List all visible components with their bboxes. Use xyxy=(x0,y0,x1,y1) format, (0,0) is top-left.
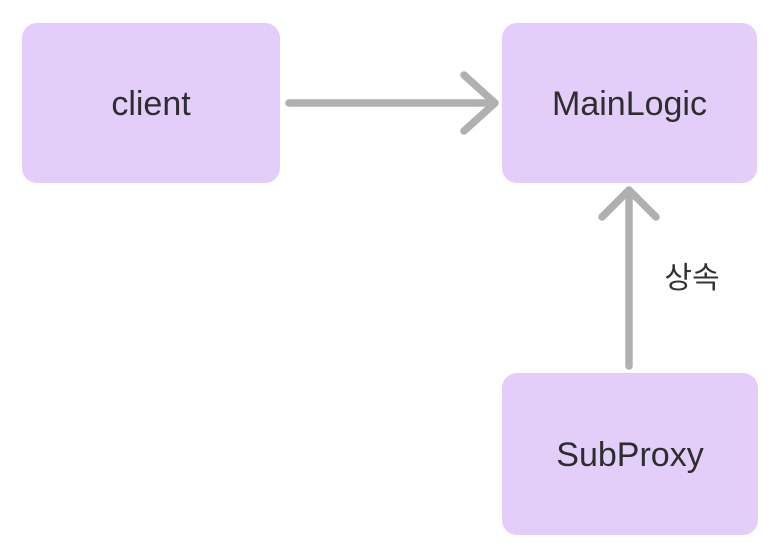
edge-subproxy-to-mainlogic: 상속 xyxy=(598,186,720,370)
node-mainlogic-box xyxy=(502,23,757,183)
node-subproxy-label: SubProxy xyxy=(556,436,703,474)
node-subproxy-box xyxy=(502,373,758,535)
node-client-box xyxy=(22,23,280,183)
edge-label-inheritance: 상속 xyxy=(664,262,719,295)
node-mainlogic-label: MainLogic xyxy=(552,85,707,123)
node-mainlogic: MainLogic xyxy=(502,23,757,183)
arrowhead-up-icon xyxy=(598,186,660,221)
node-client-label: client xyxy=(111,85,191,123)
node-subproxy: SubProxy xyxy=(502,373,758,535)
edge-client-to-mainlogic xyxy=(285,71,499,135)
arrowhead-right-icon xyxy=(460,71,499,135)
node-client: client xyxy=(22,23,280,183)
